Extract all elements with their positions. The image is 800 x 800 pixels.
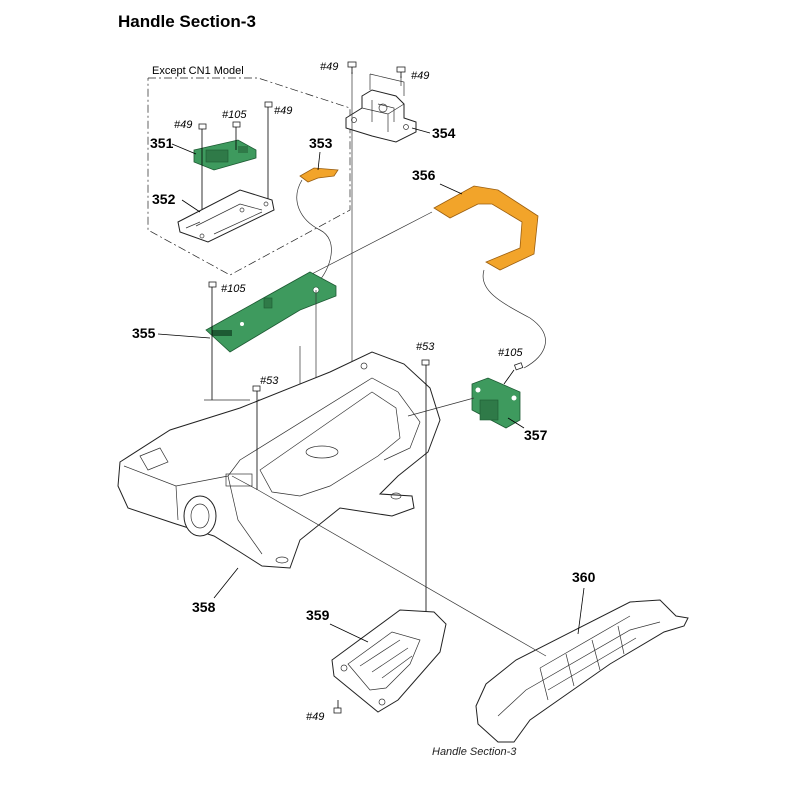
screw-53-b <box>421 359 430 614</box>
part-352 <box>177 189 275 243</box>
screw-105-b <box>208 281 217 400</box>
cn1-region <box>147 77 351 276</box>
part-359 <box>331 609 447 713</box>
part-label-358: 358 <box>192 599 216 615</box>
screw-label-105-c: #105 <box>498 347 523 359</box>
screw-49-a <box>347 61 357 74</box>
screw-105-c <box>503 362 524 385</box>
screw-label-49-b: #49 <box>411 70 429 82</box>
part-label-351: 351 <box>150 135 174 151</box>
part-354 <box>345 89 417 143</box>
part-label-359: 359 <box>306 607 330 623</box>
screw-49-d <box>264 101 273 200</box>
part-351 <box>193 139 257 171</box>
screw-105-a <box>232 121 241 150</box>
screw-label-49-d: #49 <box>274 105 292 117</box>
part-label-360: 360 <box>572 569 596 585</box>
part-label-356: 356 <box>412 167 436 183</box>
diagram-caption: Handle Section-3 <box>432 746 517 758</box>
part-label-357: 357 <box>524 427 548 443</box>
screw-label-49-a: #49 <box>320 61 338 73</box>
part-label-355: 355 <box>132 325 156 341</box>
screw-label-105-b: #105 <box>221 283 246 295</box>
part-357 <box>471 377 521 429</box>
part-label-354: 354 <box>432 125 456 141</box>
screw-label-49-e: #49 <box>306 711 324 723</box>
screw-53-a <box>252 385 261 490</box>
screw-label-105-a: #105 <box>222 109 247 121</box>
page-title: Handle Section-3 <box>118 12 256 31</box>
screw-label-53-a: #53 <box>260 375 279 387</box>
part-358 <box>117 351 441 569</box>
part-label-352: 352 <box>152 191 176 207</box>
screw-label-49-c: #49 <box>174 119 192 131</box>
part-356 <box>433 185 539 271</box>
part-353 <box>299 167 339 183</box>
part-label-353: 353 <box>309 135 333 151</box>
part-360 <box>475 599 689 743</box>
screw-label-53-b: #53 <box>416 341 435 353</box>
screw-49-b <box>396 66 406 78</box>
except-cn1-label: Except CN1 Model <box>152 65 244 77</box>
screw-49-e <box>333 700 342 714</box>
